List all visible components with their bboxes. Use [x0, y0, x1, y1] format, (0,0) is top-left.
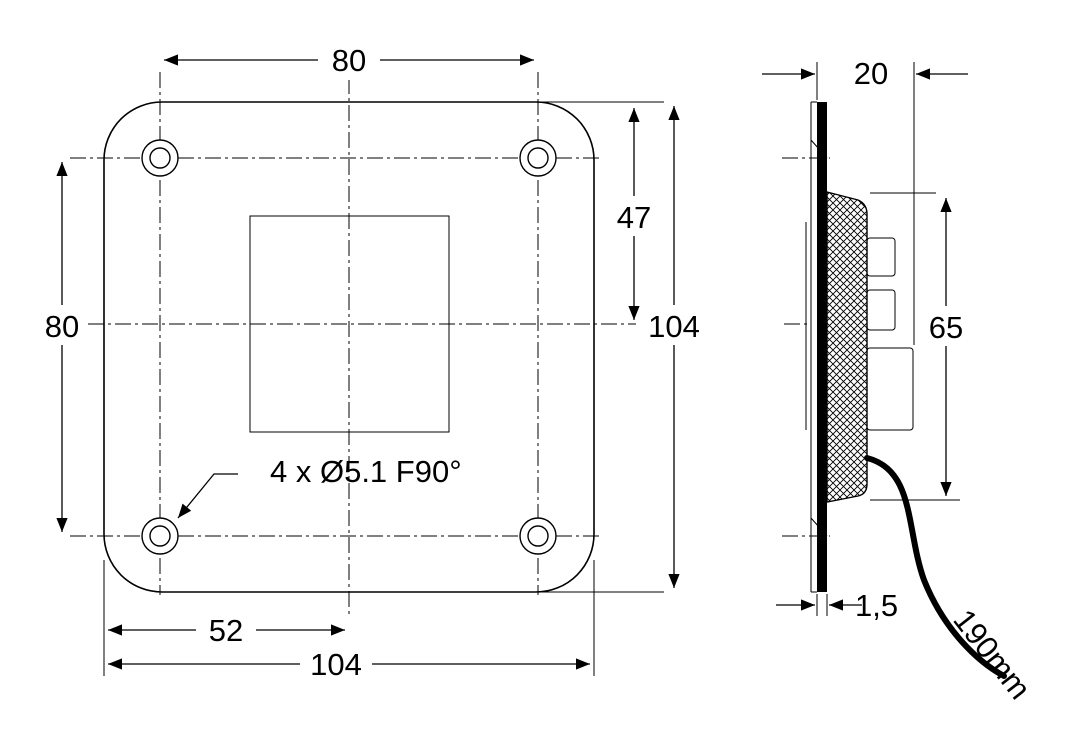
- speaker-grille: [826, 191, 868, 503]
- dimension-grille-height-label: 65: [929, 310, 963, 345]
- hole-callout-label: 4 x Ø5.1 F90°: [270, 454, 462, 489]
- dimension-top-width-label: 80: [332, 43, 366, 78]
- dimension-full-width-label: 104: [310, 647, 362, 682]
- rear-terminal-lower: [866, 289, 896, 331]
- mounting-hole-top-right: [519, 139, 557, 177]
- dimension-hole-to-center-label: 47: [617, 200, 651, 235]
- dimension-hole-to-center: 47: [608, 108, 660, 320]
- dimension-half-width: 52: [108, 610, 345, 650]
- dimension-right-height: 104: [640, 106, 708, 588]
- front-view: 80 80 47 104 52 104: [36, 40, 708, 684]
- mounting-hole-top-left: [141, 139, 179, 177]
- cable-length-label: 190mm: [946, 603, 1037, 706]
- dimension-left-height: 80: [36, 162, 88, 532]
- connection-cable: [864, 455, 1007, 679]
- dimension-plate-thickness: 1,5: [776, 588, 898, 623]
- dimension-grille-height: 65: [922, 198, 972, 496]
- dimension-depth: 20: [762, 56, 968, 91]
- dimension-depth-label: 20: [854, 56, 888, 91]
- mounting-hole-bottom-right: [519, 517, 557, 555]
- dimension-full-width: 104: [108, 644, 590, 684]
- side-plate: [817, 102, 827, 592]
- mounting-hole-bottom-left: [141, 517, 179, 555]
- dimension-left-height-label: 80: [45, 309, 79, 344]
- dimension-half-width-label: 52: [209, 613, 243, 648]
- dimension-top-width: 80: [164, 40, 534, 80]
- rear-terminal-upper: [866, 237, 896, 277]
- side-view: 20 65 1,5 190mm: [762, 56, 1038, 706]
- dimension-right-height-label: 104: [648, 309, 700, 344]
- hole-callout: 4 x Ø5.1 F90°: [177, 454, 462, 519]
- dimension-plate-thickness-label: 1,5: [855, 588, 898, 623]
- rear-housing: [866, 347, 914, 431]
